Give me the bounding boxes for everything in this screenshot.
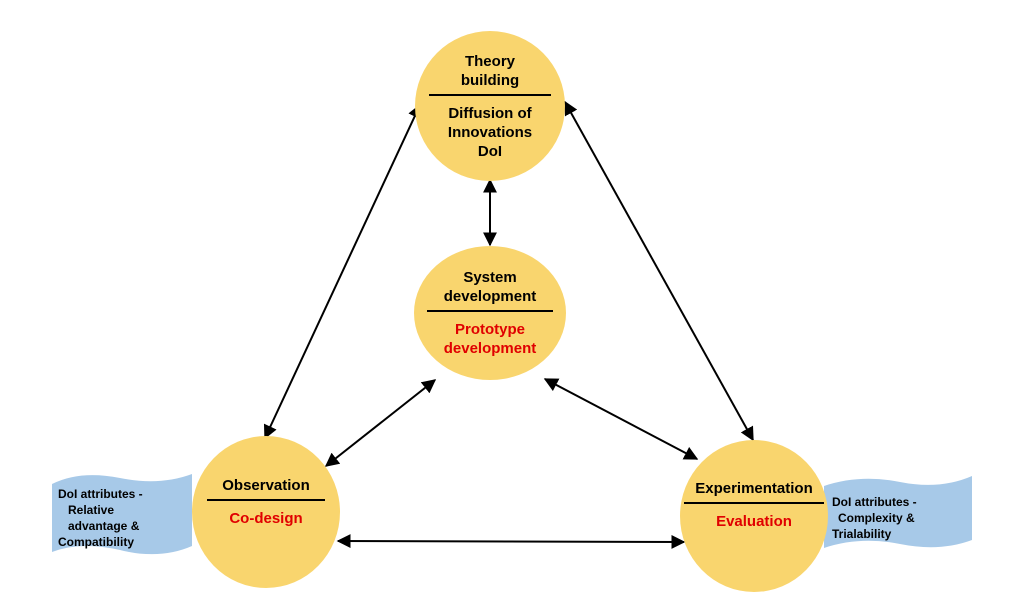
theory-divider — [429, 93, 551, 96]
left-flag-line-3: advantage & — [68, 519, 140, 533]
left-flag-text: DoI attributes - Relative advantage & Co… — [58, 486, 188, 550]
arrow-system-observation — [324, 379, 437, 467]
theory-building-title: Theory building — [460, 52, 520, 89]
arrow-observation-experimentation — [336, 534, 686, 549]
experimentation-title: Experimentation — [695, 480, 813, 497]
observation-divider — [207, 499, 325, 501]
observation-title: Observation — [222, 477, 310, 494]
arrow-theory-observation — [263, 103, 422, 440]
system-development-subtitle: Prototype development — [443, 321, 537, 357]
left-flag-line-4: Compatibility — [58, 535, 135, 549]
system-development-node: System development Prototype development — [414, 246, 566, 380]
system-development-title: System development — [443, 269, 537, 305]
left-flag-line-2: Relative — [68, 503, 115, 517]
theory-building-subtitle: Diffusion of Innovations DoI — [447, 104, 533, 160]
right-flag-text: DoI attributes - Complexity & Trialabili… — [832, 494, 967, 542]
left-attributes-flag — [52, 474, 192, 555]
experimentation-divider — [684, 502, 824, 504]
observation-subtitle: Co-design — [229, 510, 303, 527]
right-flag-line-2: Complexity & — [838, 511, 915, 525]
left-flag-line-1: DoI attributes - — [58, 487, 143, 501]
right-flag-line-3: Trialability — [832, 527, 892, 541]
system-divider — [427, 310, 553, 312]
arrow-theory-experimentation — [564, 100, 754, 442]
right-attributes-flag — [824, 476, 972, 548]
arrow-system-experimentation — [543, 378, 699, 460]
right-flag-line-1: DoI attributes - — [832, 495, 917, 509]
experimentation-node: Experimentation Evaluation — [680, 440, 828, 592]
experimentation-subtitle: Evaluation — [716, 513, 792, 530]
theory-building-node: Theory building Diffusion of Innovations… — [415, 31, 565, 181]
observation-node: Observation Co-design — [192, 436, 340, 588]
